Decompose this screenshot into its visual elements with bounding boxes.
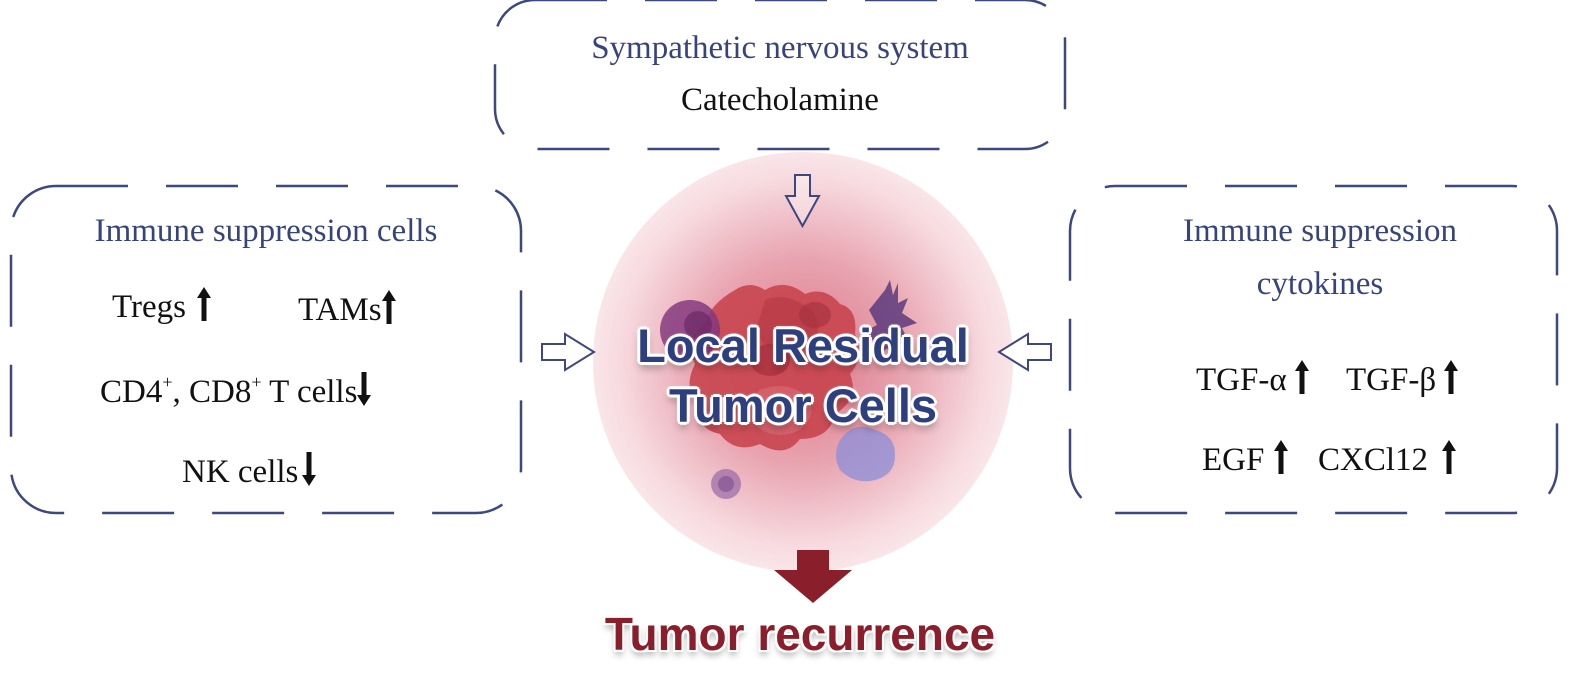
list-item-tregs: Tregs bbox=[112, 287, 212, 326]
list-item-egf: EGF bbox=[1202, 440, 1289, 479]
item-label: CD4+, CD8+ T cells bbox=[100, 372, 358, 410]
top-box-title: Sympathetic nervous system bbox=[591, 30, 969, 66]
up-arrow-icon bbox=[1442, 440, 1457, 474]
up-arrow-icon bbox=[381, 290, 396, 324]
item-label: EGF bbox=[1202, 442, 1265, 478]
list-item-tgf-alpha: TGF-α bbox=[1196, 360, 1309, 399]
item-label: TGF-α bbox=[1196, 362, 1287, 398]
right-box-border bbox=[1068, 184, 1559, 515]
item-label: NK cells bbox=[182, 454, 299, 490]
item-label: TAMs bbox=[298, 292, 382, 328]
tumor-cell-nucleus bbox=[799, 302, 831, 328]
up-arrow-icon bbox=[1444, 360, 1459, 394]
list-item-nk-cells: NK cells bbox=[182, 452, 317, 491]
item-label: CXCl12 bbox=[1318, 442, 1429, 478]
small-immune-cell-nucleus bbox=[718, 476, 734, 492]
down-arrow-icon bbox=[357, 372, 372, 406]
left-box-border bbox=[9, 184, 523, 515]
immune-cell-purple-nucleus bbox=[684, 311, 712, 339]
hollow-down-arrow-icon bbox=[784, 174, 821, 229]
item-label: Tregs bbox=[112, 289, 186, 325]
dendritic-cell bbox=[862, 280, 917, 363]
tumor-label-line2: Tumor Cells bbox=[668, 379, 938, 432]
top-box-item: Catecholamine bbox=[681, 82, 879, 118]
item-label: TGF-β bbox=[1346, 362, 1437, 398]
macrophage-cell bbox=[836, 426, 895, 482]
solid-down-arrow-icon bbox=[774, 550, 852, 603]
up-arrow-icon bbox=[197, 287, 212, 321]
right-box-title: Immune suppression cytokines bbox=[1070, 209, 1570, 306]
hollow-left-arrow-icon bbox=[997, 332, 1052, 372]
tumor-cell-nucleus bbox=[750, 344, 790, 376]
right-box-title-line2: cytokines bbox=[1256, 265, 1384, 302]
tumor-label-line1: Local Residual bbox=[637, 319, 969, 372]
list-item-cd4-cd8-t-cells: CD4+, CD8+ T cells bbox=[100, 372, 372, 411]
list-item-tgf-beta: TGF-β bbox=[1346, 360, 1459, 399]
down-arrow-icon bbox=[302, 452, 317, 486]
list-item-tams: TAMs bbox=[298, 290, 396, 329]
outcome-label: Tumor recurrence bbox=[604, 608, 996, 660]
up-arrow-icon bbox=[1274, 440, 1289, 474]
up-arrow-icon bbox=[1294, 360, 1309, 394]
right-box-title-line1: Immune suppression bbox=[1182, 213, 1458, 249]
hollow-right-arrow-icon bbox=[541, 332, 596, 372]
tumor-label: Local Residual Tumor Cells bbox=[593, 316, 1013, 436]
list-item-cxcl12: CXCl12 bbox=[1318, 440, 1457, 479]
top-box-border bbox=[493, 0, 1067, 151]
left-box-title: Immune suppression cells bbox=[94, 213, 438, 249]
tumor-cell bbox=[751, 386, 812, 435]
